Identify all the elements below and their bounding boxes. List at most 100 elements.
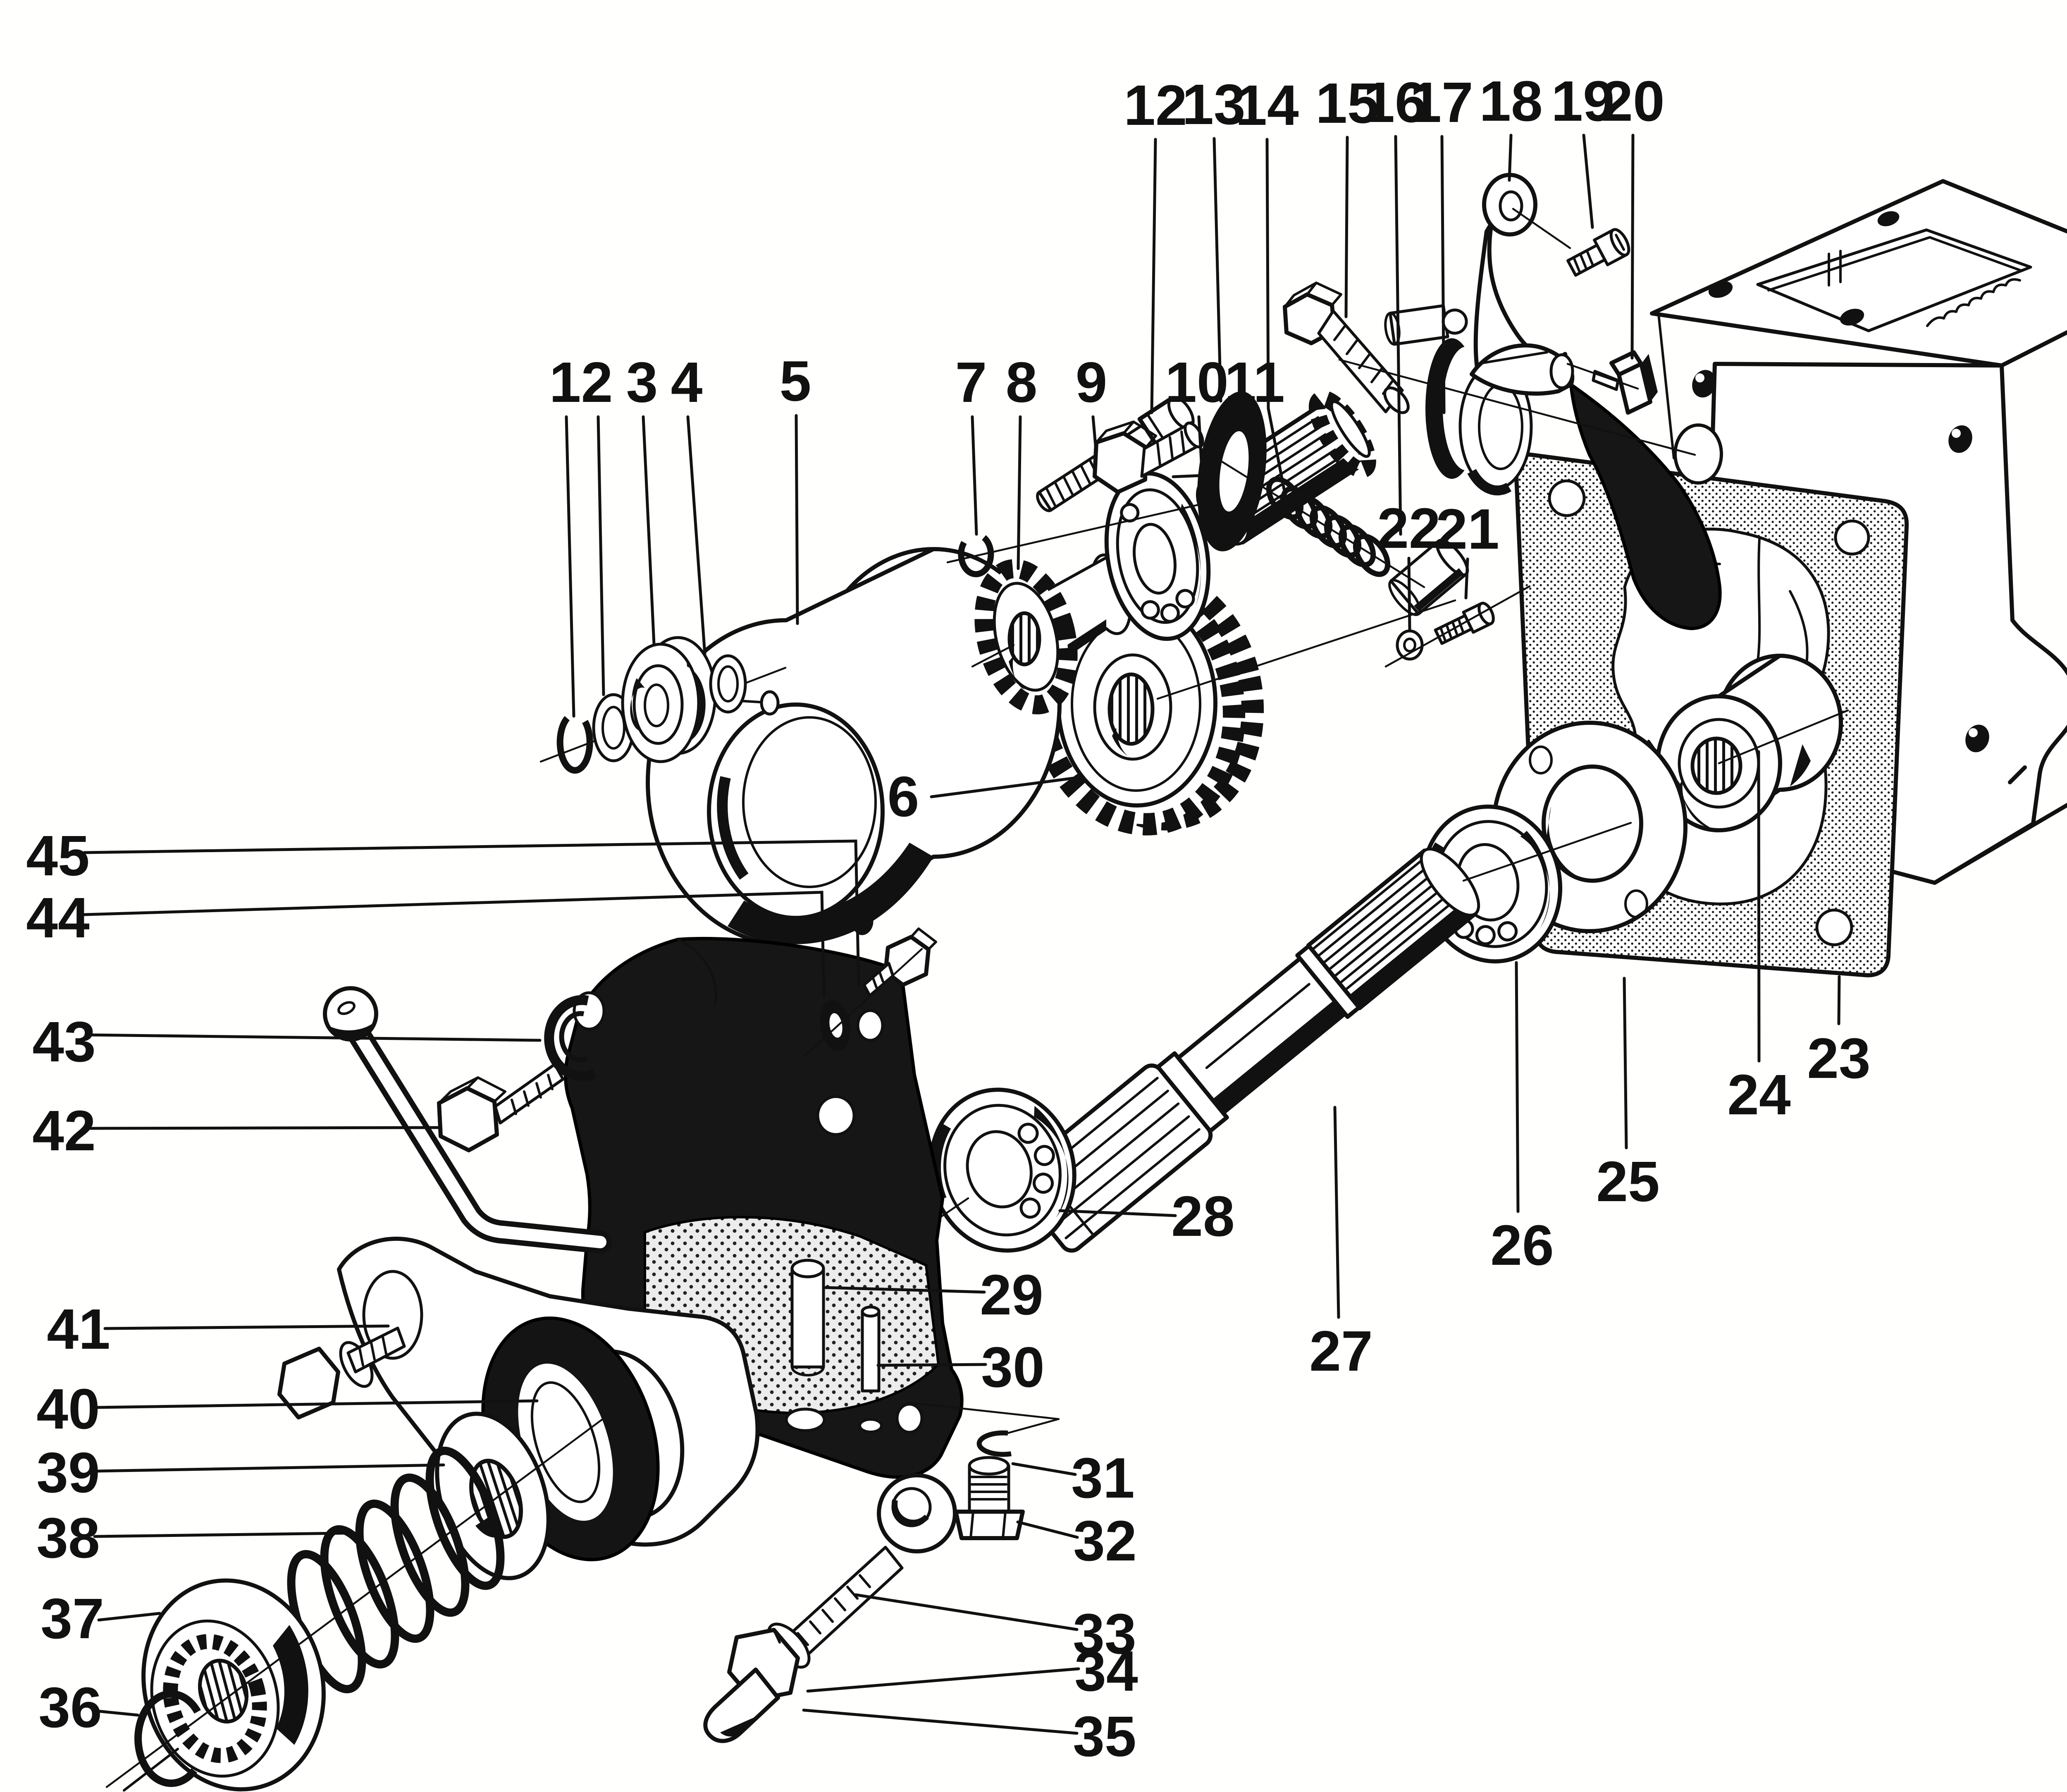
callout-7: 7 bbox=[955, 351, 987, 536]
pivot-piston bbox=[1384, 304, 1468, 346]
callout-34: 34 bbox=[806, 1639, 1138, 1703]
callout-4: 4 bbox=[671, 351, 707, 656]
leader-line-8 bbox=[1017, 415, 1022, 570]
part-number-44: 44 bbox=[26, 886, 90, 950]
snap-ring-1 bbox=[556, 716, 593, 774]
callout-30: 30 bbox=[876, 1336, 1045, 1399]
leader-line-16 bbox=[1394, 135, 1402, 536]
part-number-33: 33 bbox=[1073, 1602, 1136, 1666]
callout-40: 40 bbox=[36, 1377, 539, 1441]
leader-line-25 bbox=[1623, 977, 1628, 1149]
coupling-spring-38 bbox=[287, 1446, 505, 1694]
callout-2: 2 bbox=[581, 351, 613, 696]
axis-line-gear8 bbox=[971, 644, 1015, 668]
leader-line-10 bbox=[1172, 415, 1204, 478]
part-number-45: 45 bbox=[26, 824, 90, 888]
leader-line-6 bbox=[930, 776, 1081, 798]
leader-line-21 bbox=[1464, 557, 1469, 600]
ball-rod-lever bbox=[323, 986, 612, 1254]
leader-line-32 bbox=[1016, 1520, 1079, 1539]
leader-line-4 bbox=[686, 415, 707, 656]
leader-line-9 bbox=[1091, 415, 1098, 452]
part-number-17: 17 bbox=[1410, 71, 1473, 134]
callout-31: 31 bbox=[1011, 1446, 1135, 1510]
callout-42: 42 bbox=[32, 1099, 441, 1163]
part-number-37: 37 bbox=[41, 1587, 104, 1651]
leader-line-29 bbox=[824, 1286, 986, 1294]
part-number-1: 1 bbox=[549, 351, 581, 414]
part-number-32: 32 bbox=[1073, 1509, 1137, 1573]
axis-line-screw19 bbox=[1512, 208, 1571, 249]
callout-14: 14 bbox=[1235, 74, 1299, 491]
end-cap-35 bbox=[703, 1668, 780, 1743]
axis-line-block bbox=[1566, 363, 1639, 390]
part-number-23: 23 bbox=[1807, 1027, 1871, 1090]
leader-line-2 bbox=[597, 415, 605, 696]
part-number-40: 40 bbox=[36, 1377, 100, 1441]
set-screw-19 bbox=[1566, 228, 1630, 277]
part-number-24: 24 bbox=[1727, 1063, 1791, 1127]
part-number-25: 25 bbox=[1596, 1150, 1660, 1214]
callout-5: 5 bbox=[780, 349, 812, 625]
part-number-21: 21 bbox=[1436, 497, 1499, 561]
splined-bushing bbox=[1656, 654, 1843, 832]
axis-line-gear6 bbox=[1156, 599, 1456, 700]
leader-line-22 bbox=[1407, 557, 1411, 632]
leader-line-30 bbox=[876, 1363, 987, 1367]
part-number-5: 5 bbox=[780, 349, 812, 413]
part-number-27: 27 bbox=[1309, 1319, 1373, 1383]
callout-1: 1 bbox=[549, 351, 581, 718]
callout-37: 37 bbox=[41, 1587, 161, 1651]
part-number-31: 31 bbox=[1071, 1446, 1135, 1510]
part-number-9: 9 bbox=[1076, 351, 1107, 414]
part-number-12: 12 bbox=[1124, 74, 1187, 137]
snap-ring-7 bbox=[958, 535, 994, 578]
callout-44: 44 bbox=[26, 886, 826, 998]
part-number-4: 4 bbox=[671, 351, 703, 414]
coupling-37 bbox=[141, 1578, 326, 1792]
leader-line-7 bbox=[971, 415, 978, 536]
callout-10: 10 bbox=[1165, 351, 1229, 478]
part-number-43: 43 bbox=[32, 1010, 96, 1074]
leader-line-36 bbox=[95, 1709, 139, 1717]
callout-45: 45 bbox=[26, 824, 860, 986]
leader-line-19 bbox=[1582, 134, 1594, 229]
lock-washer-43 bbox=[544, 995, 597, 1081]
leader-line-44 bbox=[83, 891, 826, 998]
o-ring-4 bbox=[709, 654, 747, 714]
guide-pin-29 bbox=[790, 1259, 825, 1376]
leader-line-34 bbox=[806, 1667, 1080, 1693]
axis-line-input bbox=[946, 495, 1237, 564]
callout-15: 15 bbox=[1315, 72, 1379, 318]
callout-22: 22 bbox=[1377, 497, 1441, 632]
callout-21: 21 bbox=[1436, 497, 1499, 600]
part-number-41: 41 bbox=[47, 1297, 110, 1361]
pto-shaft bbox=[1010, 847, 1480, 1253]
callout-41: 41 bbox=[47, 1297, 390, 1361]
bearing-3 bbox=[621, 636, 717, 763]
callout-25: 25 bbox=[1596, 977, 1660, 1214]
part-number-14: 14 bbox=[1235, 74, 1299, 137]
leader-line-15 bbox=[1344, 136, 1349, 318]
leader-line-33 bbox=[854, 1593, 1079, 1631]
plug-32 bbox=[954, 1456, 1025, 1540]
part-number-29: 29 bbox=[980, 1263, 1043, 1327]
callout-23: 23 bbox=[1807, 975, 1871, 1090]
leader-line-20 bbox=[1630, 134, 1635, 360]
part-number-3: 3 bbox=[626, 351, 658, 414]
leader-line-28 bbox=[1058, 1209, 1177, 1217]
part-number-16: 16 bbox=[1363, 71, 1427, 134]
gear-teeth-visible-in-opening bbox=[1926, 278, 2021, 327]
washer-22 bbox=[1396, 629, 1424, 661]
part-number-15: 15 bbox=[1315, 72, 1379, 135]
axis-line-coupling bbox=[105, 1418, 604, 1788]
leader-line-41 bbox=[103, 1324, 390, 1330]
leader-line-40 bbox=[93, 1399, 539, 1409]
snap-ring-36 bbox=[123, 1690, 201, 1792]
axis-line-detent bbox=[1200, 447, 1425, 588]
part-number-20: 20 bbox=[1601, 69, 1665, 133]
screw-21 bbox=[1434, 602, 1495, 645]
